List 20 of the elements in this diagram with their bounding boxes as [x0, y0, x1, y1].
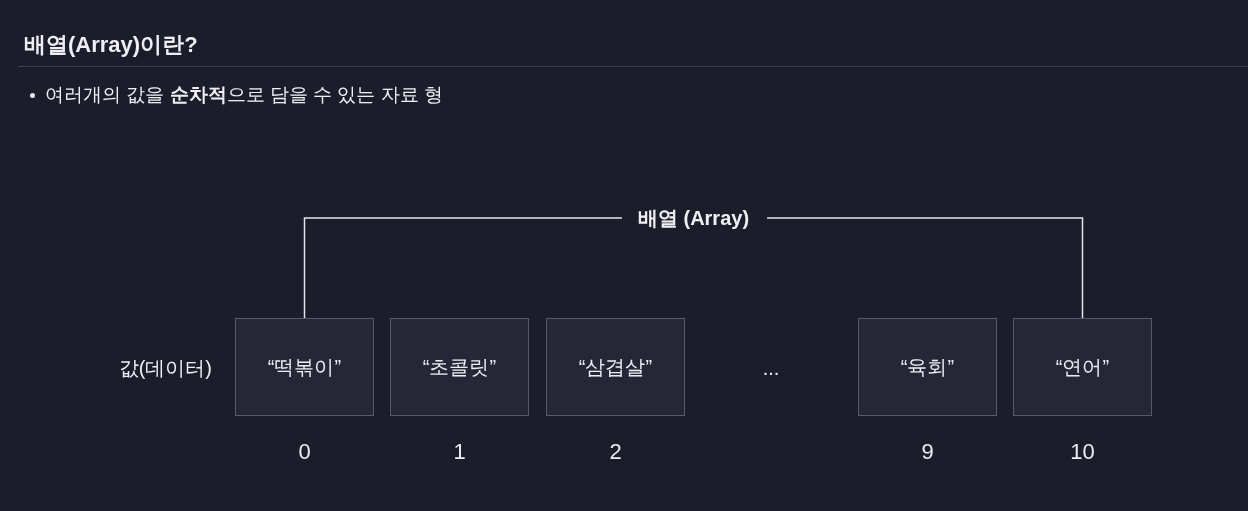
value-text: “연어”	[1055, 355, 1110, 380]
index-number: 2	[609, 438, 622, 466]
index-number: 9	[921, 438, 934, 466]
value-text: “육회”	[900, 355, 955, 380]
value-text: “삼겹살”	[578, 355, 653, 380]
array-cell	[235, 318, 374, 416]
index-number: 10	[1070, 438, 1095, 466]
value-text: “초콜릿”	[422, 355, 497, 380]
array-cell	[546, 318, 685, 416]
array-cell	[1013, 318, 1152, 416]
bracket-label: 배열 (Array)	[637, 206, 750, 231]
array-cell	[858, 318, 997, 416]
array-cell	[390, 318, 529, 416]
bullet-text: 여러개의 값을 순차적으로 담을 수 있는 자료 형	[45, 83, 443, 107]
heading: 배열(Array)이란?	[24, 31, 198, 59]
index-number: 1	[453, 438, 466, 466]
row-label: 값(데이터)	[118, 356, 212, 381]
ellipsis: ...	[762, 356, 780, 381]
value-text: “떡볶이”	[267, 355, 342, 380]
index-number: 0	[298, 438, 311, 466]
